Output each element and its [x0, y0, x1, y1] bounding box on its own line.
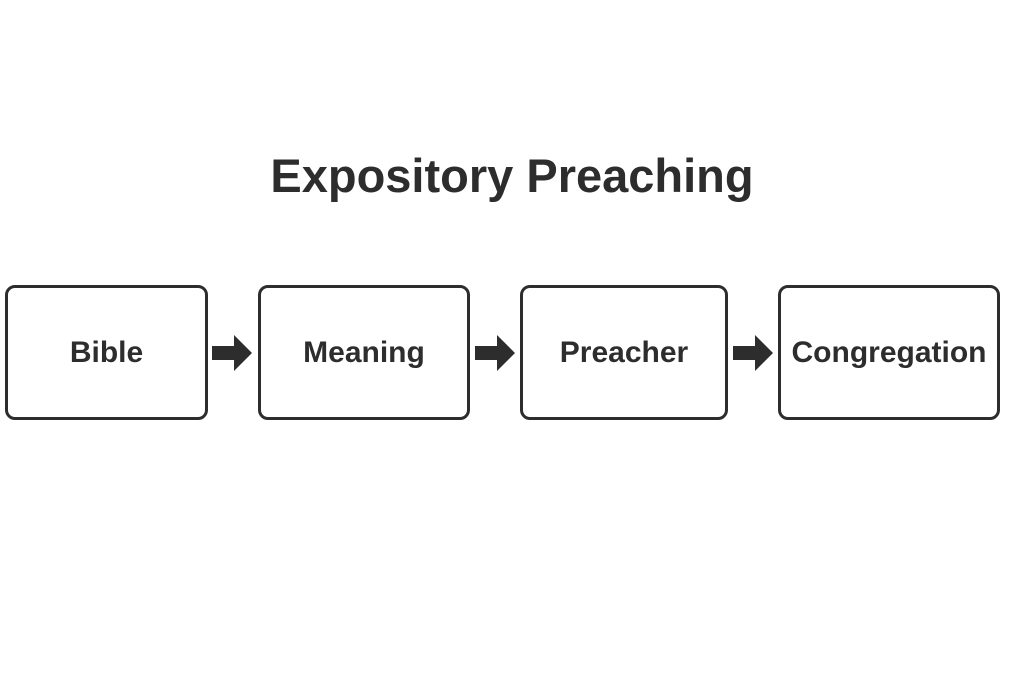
right-arrow-icon [475, 335, 515, 371]
diagram-title: Expository Preaching [270, 149, 754, 202]
right-arrow-icon [212, 335, 252, 371]
flow-box-preacher-label: Preacher [559, 335, 689, 369]
flow-box-meaning-label: Meaning [303, 335, 425, 369]
flow-box-bible: Bible [5, 285, 208, 420]
flow-box-bible-label: Bible [69, 335, 144, 369]
right-arrow-icon [733, 335, 773, 371]
flow-box-congregation: Congregation [778, 285, 1000, 420]
flow-box-meaning: Meaning [258, 285, 470, 420]
flow-box-preacher: Preacher [520, 285, 728, 420]
flow-box-congregation-label: Congregation [791, 335, 987, 369]
